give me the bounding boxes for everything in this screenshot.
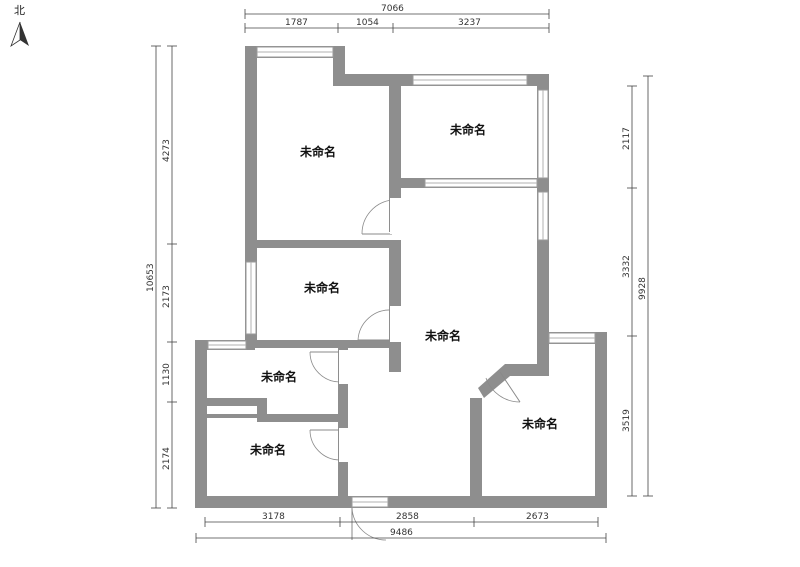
dimension-label: 2174	[162, 447, 172, 470]
dimension-label: 3237	[458, 18, 481, 28]
dimension-label: 2673	[526, 512, 549, 522]
room-label: 未命名	[249, 442, 286, 457]
dimension-lines: 7066 1787 1054 3237 3178 2858 2673 9486 …	[146, 4, 653, 543]
dimension-label: 3519	[622, 409, 632, 432]
room-label: 未命名	[299, 144, 336, 159]
room-label: 未命名	[449, 122, 486, 137]
dimension-label: 7066	[381, 4, 404, 14]
room-label: 未命名	[521, 416, 558, 431]
dimension-label: 2117	[622, 127, 632, 150]
compass: 北	[10, 4, 29, 48]
dimension-label: 1787	[285, 18, 308, 28]
dimension-label: 4273	[162, 139, 172, 162]
windows	[207, 46, 596, 508]
dimension-label: 2173	[162, 285, 172, 308]
dimension-label: 1054	[356, 18, 379, 28]
room-label: 未命名	[303, 280, 340, 295]
doors	[309, 198, 521, 541]
room-labels: 未命名 未命名 未命名 未命名 未命名 未命名 未命名	[249, 122, 558, 457]
dimension-label: 9486	[390, 528, 413, 538]
room-label: 未命名	[424, 328, 461, 343]
dimension-label: 2858	[396, 512, 419, 522]
dimension-label: 9928	[638, 277, 648, 300]
dimension-label: 10653	[146, 263, 156, 292]
dimension-label: 1130	[162, 363, 172, 386]
dimension-label: 3178	[262, 512, 285, 522]
room-label: 未命名	[260, 369, 297, 384]
dimension-label: 3332	[622, 255, 632, 278]
compass-label: 北	[14, 4, 25, 17]
